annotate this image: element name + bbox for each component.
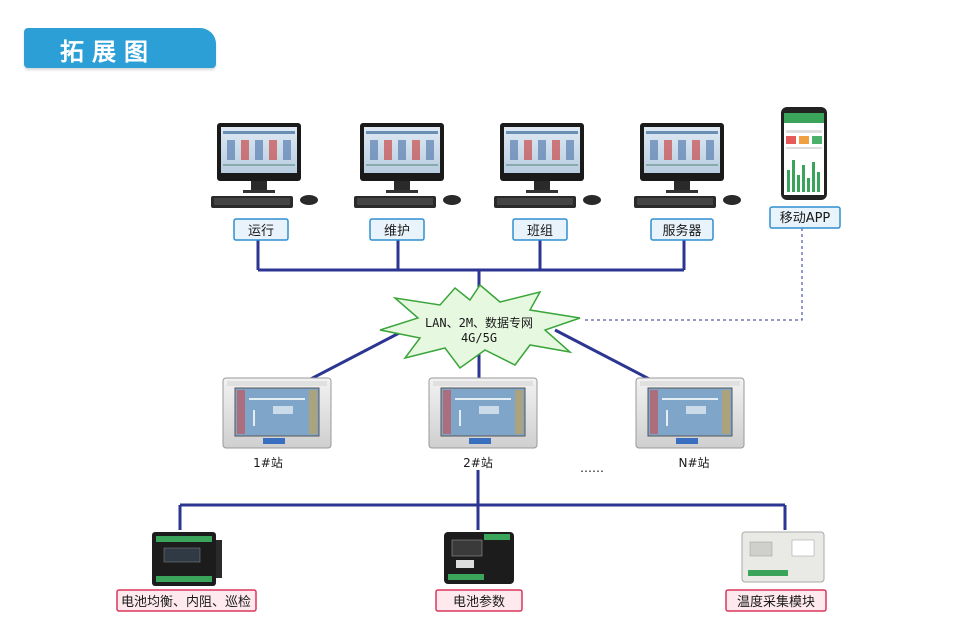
computer-yunxing-icon bbox=[211, 123, 318, 208]
module-battery-parameter-device bbox=[444, 532, 514, 584]
station-label-2: 2#站 bbox=[463, 456, 493, 470]
module-label-box bbox=[116, 589, 257, 612]
station-panel-n bbox=[635, 377, 745, 449]
mobile-phone-icon: 移动APP bbox=[769, 107, 841, 229]
client-label-box bbox=[512, 218, 568, 241]
client-labels: 运行 维护 班组 服务器 bbox=[233, 218, 714, 241]
client-label-box bbox=[369, 218, 425, 241]
station-panel-1 bbox=[222, 377, 332, 449]
connection-lines bbox=[178, 240, 787, 530]
client-label-box bbox=[233, 218, 289, 241]
module-label-box bbox=[435, 589, 523, 612]
station-panel-2 bbox=[428, 377, 538, 449]
module-temperature-device bbox=[741, 531, 825, 583]
network-label-line1: LAN、2M、数据专网 bbox=[425, 315, 533, 330]
network-cloud: LAN、2M、数据专网 4G/5G bbox=[379, 283, 581, 370]
station-ellipsis: …… bbox=[580, 461, 604, 475]
client-label-yunxing: 运行 bbox=[248, 224, 274, 239]
station-label-n: N#站 bbox=[678, 456, 709, 470]
mobile-link-dashed bbox=[585, 222, 803, 321]
module-label-battery-params: 电池参数 bbox=[453, 594, 505, 610]
computer-banzu-icon bbox=[494, 123, 601, 208]
network-label-line2: 4G/5G bbox=[461, 331, 497, 345]
module-label-box bbox=[725, 589, 827, 612]
station-label-1: 1#站 bbox=[253, 456, 283, 470]
module-labels: 电池均衡、内阻、巡检 电池参数 温度采集模块 bbox=[116, 589, 827, 612]
page-title: 拓展图 bbox=[60, 38, 156, 66]
client-label-banzu: 班组 bbox=[527, 224, 553, 239]
client-label-box bbox=[650, 218, 714, 241]
computer-weihu-icon bbox=[354, 123, 461, 208]
module-label-temperature: 温度采集模块 bbox=[737, 594, 815, 610]
module-label-balancer: 电池均衡、内阻、巡检 bbox=[121, 594, 251, 610]
module-balancer-device bbox=[152, 532, 222, 586]
client-label-server: 服务器 bbox=[662, 223, 701, 239]
mobile-label-box bbox=[769, 206, 841, 229]
computer-server-icon bbox=[634, 123, 741, 208]
header-tab bbox=[24, 28, 216, 68]
mobile-label: 移动APP bbox=[780, 211, 831, 226]
client-label-weihu: 维护 bbox=[384, 224, 410, 239]
